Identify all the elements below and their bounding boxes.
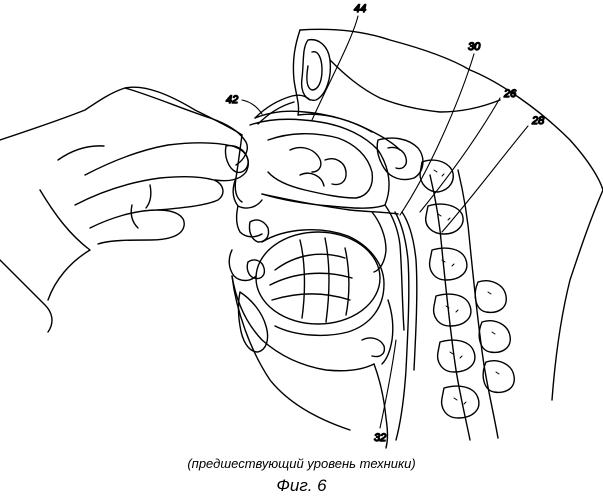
nose-bridge [235,135,242,202]
vertebra-c4 [434,294,471,326]
tongue [256,232,380,324]
palate [262,194,398,214]
neck-back [552,190,603,400]
knuckle-crease-1 [146,185,151,208]
sphenoid-sinus [377,138,423,179]
leader-26 [420,98,500,212]
ref-44: 44 [354,3,366,15]
lower-lip [229,250,256,281]
tongue-fibres [270,238,352,322]
knuckle-crease-2 [131,205,138,228]
ref-30: 30 [468,41,481,53]
thumb [85,143,248,181]
cribriform-plate [298,114,400,150]
ref-26: 26 [503,88,517,100]
spine-front [430,175,470,440]
spinous-2 [479,321,510,353]
leader-42 [242,100,262,114]
palm-line [58,146,104,160]
upper-teeth [249,220,268,242]
forearm-outline [0,87,242,140]
hand [0,87,248,332]
frontal-sinus-inner [307,52,322,90]
tube-main [395,212,409,440]
prior-art-caption: (предшествующий уровень техники) [0,456,603,471]
spine [420,160,603,440]
spinous-1 [475,281,506,313]
oral-region [229,206,393,448]
reference-numerals: 44 42 30 26 28 32 [226,3,545,444]
ref-28: 28 [531,115,545,127]
palm-contour [40,190,90,300]
brain-base [330,60,500,112]
middle-finger [75,177,223,210]
figure-label: Фиг. 6 [0,476,603,496]
ref-32: 32 [374,432,386,444]
vertebra-c3 [430,248,467,280]
turbinate-folds [290,148,346,186]
tongue-outer [262,230,384,336]
leader-28 [442,126,528,232]
hyoid [362,338,384,357]
head-section [233,29,603,330]
ref-42: 42 [226,94,238,106]
skull-outline [300,29,603,190]
nasal-cavity-main [250,119,389,208]
sphenoid-detail [388,147,406,168]
forearm-lower [0,260,52,332]
nostril [233,178,262,208]
epiglottis [382,300,393,364]
